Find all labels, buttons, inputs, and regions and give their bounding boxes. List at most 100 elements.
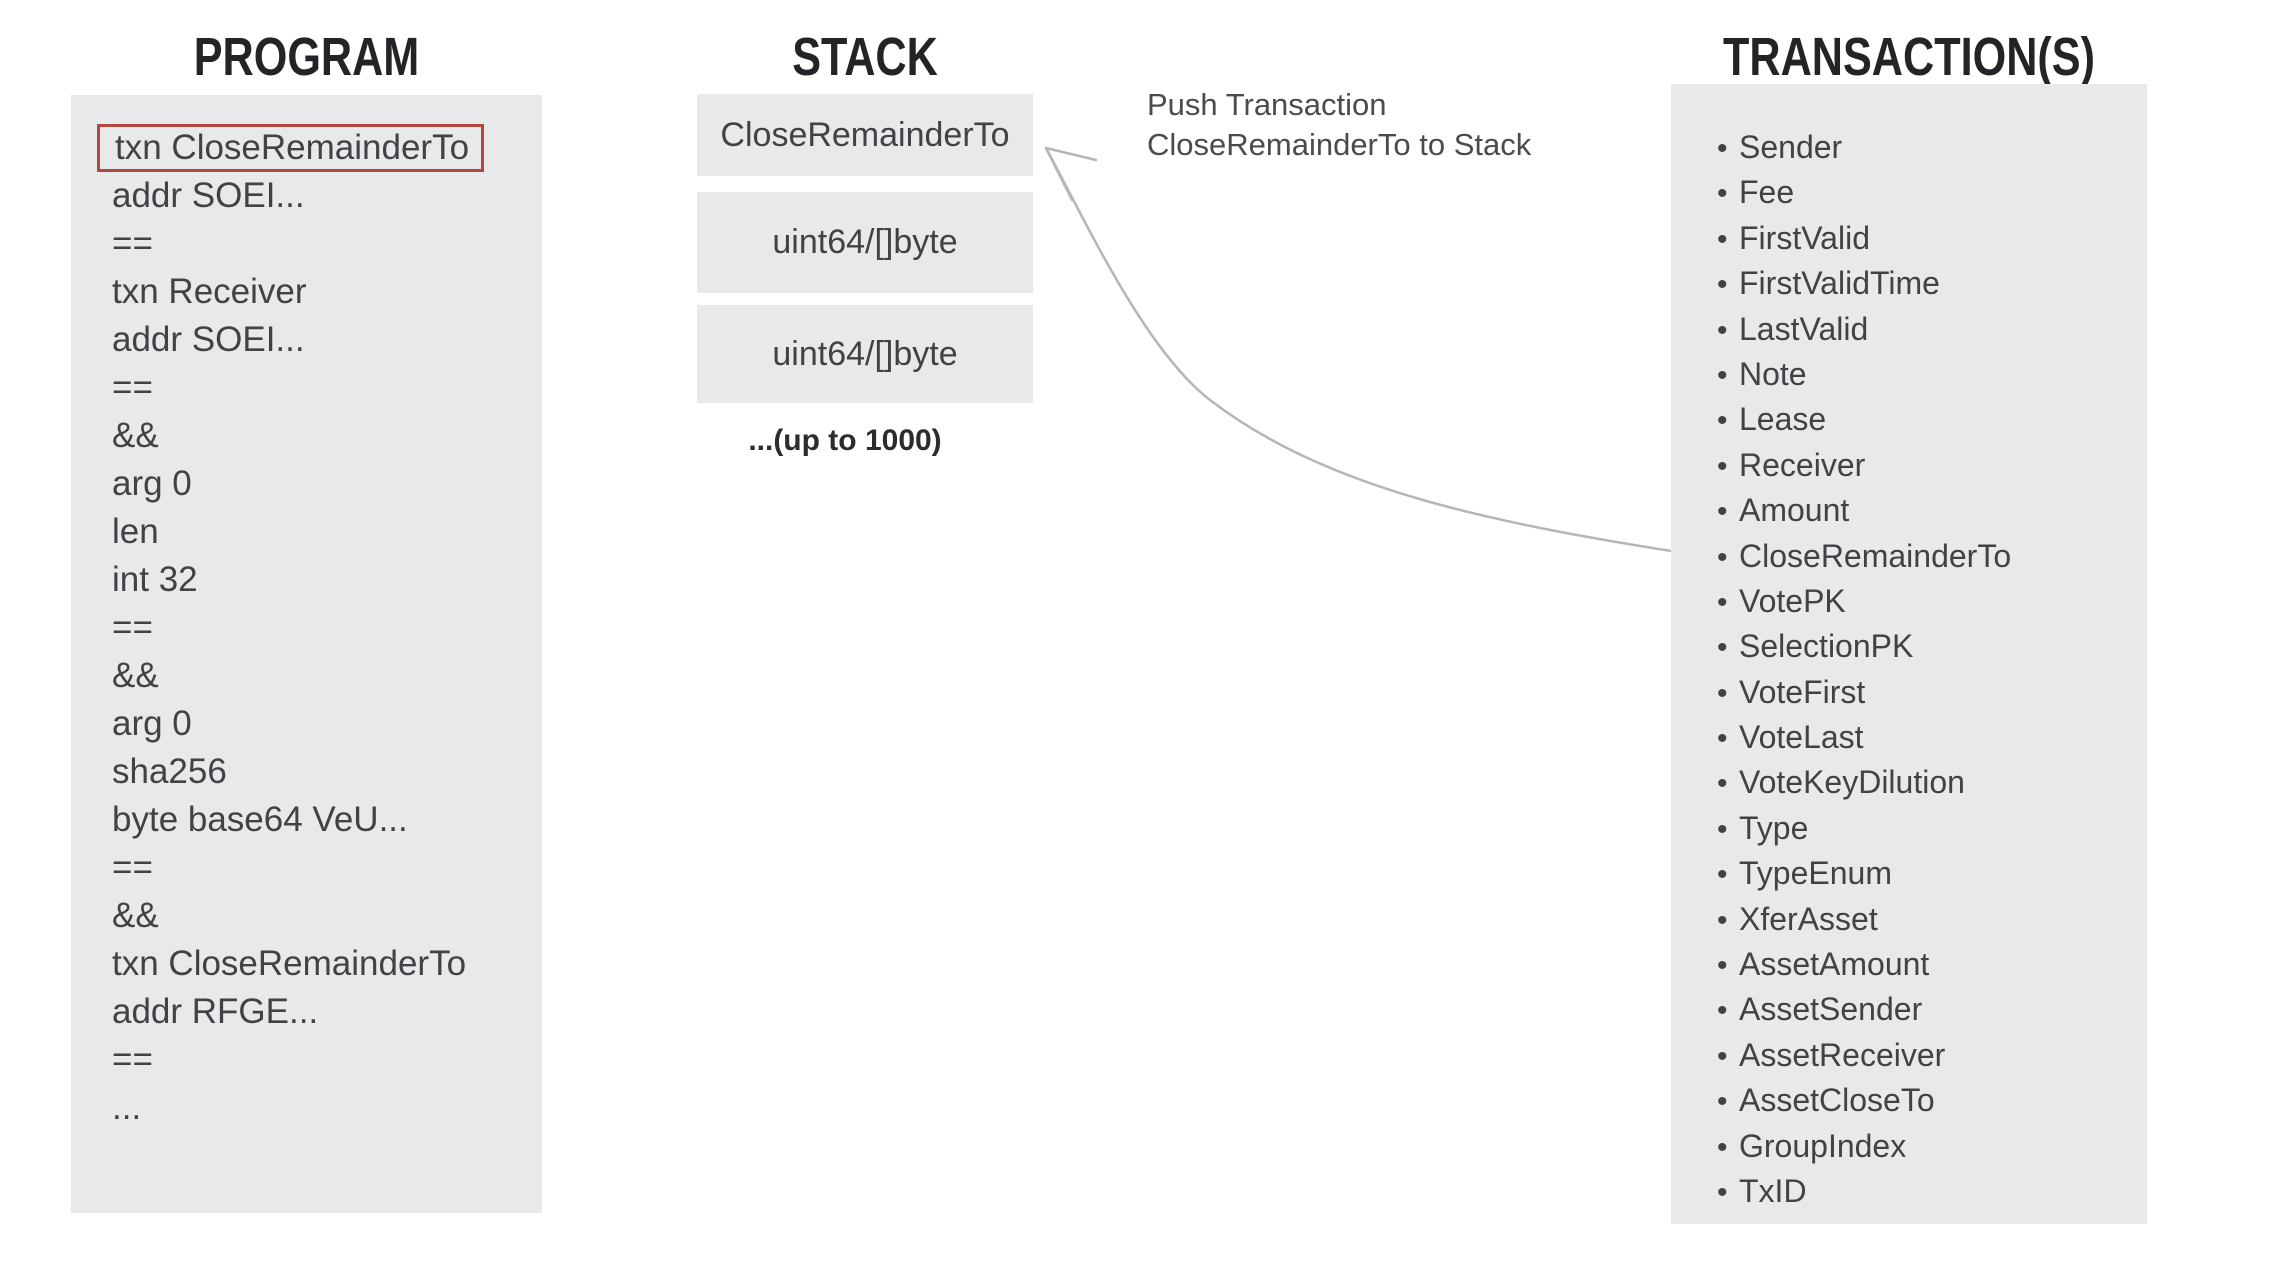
bullet-icon: • [1717, 449, 1728, 483]
transaction-field-label: FirstValidTime [1739, 265, 1940, 302]
program-code-line: ... [112, 1088, 142, 1127]
transaction-field-item: • GroupIndex [1717, 1124, 2147, 1169]
push-annotation-line2: CloseRemainderTo to Stack [1147, 127, 1532, 162]
program-code-line: txn CloseRemainderTo [112, 944, 467, 983]
transaction-field-item: • FirstValidTime [1717, 261, 2147, 306]
transaction-field-label: Lease [1739, 401, 1827, 438]
transaction-field-label: AssetCloseTo [1739, 1082, 1935, 1119]
program-code-line: int 32 [112, 560, 198, 599]
bullet-icon: • [1717, 676, 1728, 710]
program-code-line: txn Receiver [112, 272, 307, 311]
program-code-line: arg 0 [112, 464, 192, 503]
bullet-icon: • [1717, 949, 1728, 983]
transaction-field-label: Sender [1739, 129, 1843, 165]
transaction-field-label: Fee [1739, 174, 1795, 211]
program-code-line: addr SOEI... [112, 320, 305, 359]
stack-slot-top: CloseRemainderTo [697, 94, 1033, 176]
program-code-line: arg 0 [112, 704, 192, 743]
bullet-icon: • [1717, 585, 1728, 619]
bullet-icon: • [1717, 268, 1728, 302]
bullet-icon: • [1717, 903, 1728, 937]
transaction-field-item: • VoteLast [1717, 715, 2147, 760]
bullet-icon: • [1717, 767, 1728, 801]
transaction-field-item: • Sender [1717, 125, 2147, 170]
program-code-line: == [112, 1040, 153, 1079]
transaction-field-label: FirstValid [1739, 219, 1870, 256]
push-annotation: Push Transaction CloseRemainderTo to Sta… [1147, 85, 1531, 165]
transaction-field-label: AssetReceiver [1739, 1036, 1946, 1073]
transaction-field-label: GroupIndex [1739, 1127, 1907, 1164]
bullet-icon: • [1717, 495, 1728, 529]
transaction-field-label: TxID [1739, 1172, 1807, 1209]
transaction-field-item: •VoteFirst [1717, 670, 2147, 715]
transaction-field-item: • LastValid [1717, 307, 2147, 352]
bullet-icon: • [1717, 177, 1728, 211]
program-title: PROGRAM [193, 27, 420, 87]
transaction-field-label: VoteKeyDilution [1739, 764, 1965, 801]
transaction-fields-list: • Sender • Fee • FirstValid • FirstValidTime • La… [1671, 84, 2147, 1214]
transaction-field-item: • TypeEnum [1717, 851, 2147, 896]
bullet-icon: • [1717, 1039, 1728, 1073]
transaction-field-label: TypeEnum [1739, 855, 1892, 892]
bullet-icon: • [1717, 540, 1728, 574]
stack-title: STACK [792, 27, 938, 87]
transaction-field-item: • AssetCloseTo [1717, 1078, 2147, 1123]
transactions-box: • Sender • Fee • FirstValid • FirstValidTime • La… [1671, 84, 2147, 1224]
transaction-field-label: VoteLast [1739, 719, 1864, 756]
transaction-field-item: •Type [1717, 806, 2147, 851]
bullet-icon: • [1717, 404, 1728, 438]
transaction-field-item: • AssetSender [1717, 987, 2147, 1032]
bullet-icon: • [1717, 631, 1728, 665]
transaction-field-item: • VoteKeyDilution [1717, 760, 2147, 805]
transaction-field-label: SelectionPK [1739, 628, 1914, 665]
transactions-title: TRANSACTION(S) [1723, 27, 2095, 87]
program-code-line: txn CloseRemainderTo [97, 124, 542, 173]
bullet-icon: • [1717, 1085, 1728, 1119]
transaction-field-label: AssetSender [1739, 991, 1923, 1028]
stack-slot: uint64/[]byte [697, 192, 1033, 293]
program-code-line: addr SOEI... [112, 176, 305, 215]
transaction-field-label: Amount [1739, 492, 1850, 529]
bullet-icon: • [1717, 722, 1728, 756]
transaction-field-label: Receiver [1739, 446, 1866, 483]
transaction-field-item: • CloseRemainderTo [1717, 534, 2147, 579]
push-annotation-line1: Push Transaction [1147, 87, 1387, 122]
transaction-field-item: • VotePK [1717, 579, 2147, 624]
transaction-field-item: • TxID [1717, 1169, 2147, 1214]
bullet-icon: • [1717, 858, 1728, 892]
push-arrow-head [1044, 146, 1098, 202]
bullet-icon: • [1717, 313, 1728, 347]
program-code-line: sha256 [112, 752, 227, 791]
transaction-field-label: LastValid [1739, 310, 1869, 347]
transaction-field-item: • Fee [1717, 170, 2147, 215]
program-code-line: addr RFGE... [112, 992, 319, 1031]
transaction-field-label: CloseRemainderTo [1739, 537, 2012, 574]
bullet-icon: • [1717, 222, 1728, 256]
transaction-field-item: • AssetAmount [1717, 942, 2147, 987]
bullet-icon: • [1717, 1130, 1728, 1164]
program-code-line: && [112, 896, 159, 935]
transaction-field-label: VotePK [1739, 582, 1846, 619]
transaction-field-label: AssetAmount [1739, 946, 1930, 983]
bullet-icon: • [1717, 132, 1728, 165]
transaction-field-item: • Amount [1717, 488, 2147, 533]
program-code-line: len [112, 512, 159, 551]
program-code-line: == [112, 848, 153, 887]
program-code-line: == [112, 368, 153, 407]
program-code-line: && [112, 656, 159, 695]
bullet-icon: • [1717, 994, 1728, 1028]
transaction-field-item: • Lease [1717, 397, 2147, 442]
bullet-icon: • [1717, 1175, 1728, 1209]
program-code-line: == [112, 608, 153, 647]
bullet-icon: • [1717, 358, 1728, 392]
transaction-field-item: • FirstValid [1717, 216, 2147, 261]
program-code-line: == [112, 224, 153, 263]
transaction-field-label: Note [1739, 355, 1807, 392]
transaction-field-item: •XferAsset [1717, 897, 2147, 942]
program-code-line: byte base64 VeU... [112, 800, 408, 839]
transaction-field-label: Type [1739, 809, 1809, 846]
transaction-field-item: • SelectionPK [1717, 624, 2147, 669]
transaction-field-item: • Receiver [1717, 443, 2147, 488]
